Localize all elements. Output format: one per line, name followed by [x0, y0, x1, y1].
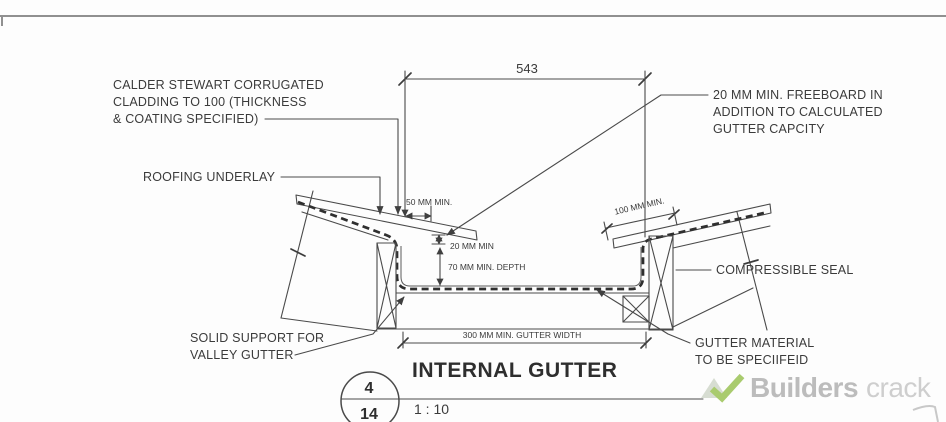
- support-label-line1: SOLID SUPPORT FOR: [190, 331, 324, 345]
- right-small-blocking: [622, 295, 650, 323]
- support-label-line2: VALLEY GUTTER: [190, 348, 294, 362]
- freeboard-leader-line: [446, 94, 709, 236]
- detail-number: 4: [365, 380, 374, 397]
- builderscrack-check-icon: [709, 373, 745, 403]
- cladding-label-line1: CALDER STEWART CORRUGATED: [113, 78, 324, 92]
- right-rafter-cut-line: [736, 211, 768, 331]
- dimension-gutter-width: 300 MM MIN. GUTTER WIDTH: [397, 330, 652, 349]
- annotation-support: SOLID SUPPORT FOR VALLEY GUTTER: [190, 296, 405, 362]
- dimension-gutter-depth: 70 MM MIN. DEPTH: [436, 247, 525, 286]
- watermark-text-light: crack: [866, 372, 932, 403]
- right-purlin-line: [672, 225, 771, 249]
- drawing-title: INTERNAL GUTTER: [412, 359, 617, 382]
- dimension-overall-width: 543: [398, 61, 652, 238]
- right-break-mark: [743, 259, 759, 265]
- annotation-underlay: ROOFING UNDERLAY: [143, 170, 384, 215]
- dim-gutter-width-value: 300 MM MIN. GUTTER WIDTH: [463, 330, 582, 340]
- freeboard-label-line3: GUTTER CAPCITY: [713, 122, 825, 136]
- underlay-leader-line: [280, 176, 384, 215]
- left-break-mark: [290, 248, 306, 257]
- detail-reference-bubble: [340, 371, 400, 422]
- support-leader-line: [294, 296, 405, 356]
- left-roof-assembly: [280, 190, 478, 332]
- freeboard-label-line2: ADDITION TO CALCULATED: [713, 105, 883, 119]
- dimension-overhang-left: 50 MM MIN.: [405, 197, 452, 222]
- material-leader-line: [596, 289, 691, 344]
- cladding-leader-line: [264, 118, 402, 215]
- dim-gutter-depth-value: 70 MM MIN. DEPTH: [448, 262, 525, 272]
- sheet-number: 14: [360, 406, 378, 422]
- freeboard-label-line1: 20 MM MIN. FREEBOARD IN: [713, 88, 883, 102]
- left-purlin-line: [301, 211, 389, 241]
- page-top-rule: [0, 15, 946, 26]
- cladding-label-line2: CLADDING TO 100 (THICKNESS: [113, 95, 307, 109]
- left-rafter-cut-line: [280, 190, 314, 319]
- annotation-seal: COMPRESSIBLE SEAL: [675, 263, 853, 277]
- annotation-freeboard: 20 MM MIN. FREEBOARD IN ADDITION TO CALC…: [446, 88, 883, 236]
- annotation-cladding: CALDER STEWART CORRUGATED CLADDING TO 10…: [113, 78, 402, 215]
- right-bottom-chord: [672, 287, 754, 328]
- right-roof-assembly: [612, 203, 772, 331]
- right-blocking: [648, 235, 674, 331]
- annotation-material: GUTTER MATERIAL TO BE SPECIIFEID: [596, 289, 814, 367]
- left-bottom-chord: [280, 317, 378, 332]
- right-cladding-sheet: [612, 203, 772, 249]
- seal-label: COMPRESSIBLE SEAL: [716, 263, 853, 277]
- gutter-membrane-lining: [297, 200, 769, 291]
- dimension-freeboard: 20 MM MIN: [431, 234, 494, 251]
- material-label-line2: TO BE SPECIIFEID: [695, 353, 808, 367]
- gutter-channel-outline: [400, 246, 642, 287]
- dim-overhang-right-value: 100 MM MIN.: [613, 195, 665, 216]
- dim-freeboard-value: 20 MM MIN: [450, 241, 494, 251]
- dim-overhang-left-value: 50 MM MIN.: [406, 197, 452, 207]
- title-block: 4 14 INTERNAL GUTTER 1 : 10: [340, 359, 704, 422]
- cladding-label-line3: & COATING SPECIFIED): [113, 112, 258, 126]
- material-label-line1: GUTTER MATERIAL: [695, 336, 814, 350]
- dim-overall-width-value: 543: [516, 61, 538, 76]
- underlay-label: ROOFING UNDERLAY: [143, 170, 276, 184]
- drawing-scale: 1 : 10: [414, 401, 449, 417]
- left-blocking: [376, 242, 397, 329]
- gutter-channel: [297, 200, 769, 330]
- adjacent-sheet-corner: [912, 405, 939, 422]
- watermark: Builders crack: [701, 372, 932, 403]
- watermark-text-bold: Builders: [750, 372, 858, 403]
